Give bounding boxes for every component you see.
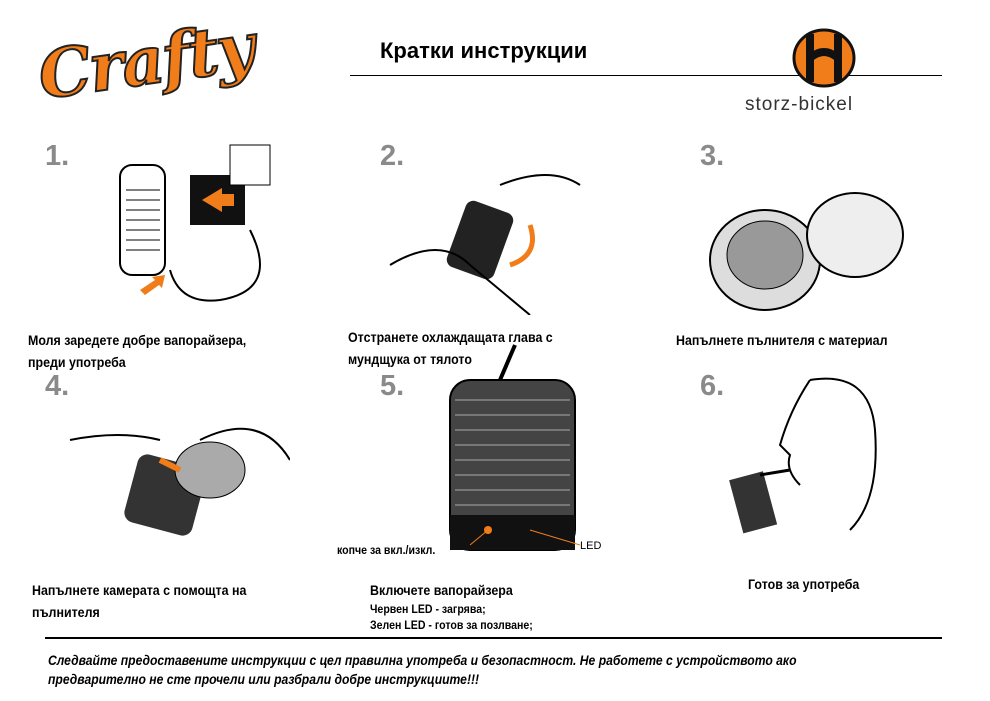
step-number-3: 3. (700, 140, 725, 172)
power-button-label: копче за вкл./изкл. (337, 545, 436, 557)
led-label: LED (580, 540, 602, 552)
charging-illustration (119, 144, 271, 302)
step-1-caption: Моля заредете добре вапорайзера,преди уп… (28, 333, 247, 370)
brand-name: storz-bickel (745, 94, 854, 115)
step-3-caption: Напълнете пълнителя с материал (676, 333, 888, 348)
ready-to-use-illustration (729, 377, 877, 534)
fill-material-illustration (709, 192, 904, 311)
page-title: Кратки инструкции (380, 38, 588, 63)
title-underline (350, 75, 942, 76)
crafty-logo: Crafty (33, 6, 259, 115)
step-number-1: 1. (45, 140, 70, 172)
step-6-caption: Готов за употреба (748, 577, 860, 592)
fill-chamber-illustration (69, 427, 290, 536)
step-number-2: 2. (380, 140, 405, 172)
step-number-4: 4. (45, 370, 70, 402)
step-number-5: 5. (380, 370, 405, 402)
storz-bickel-logo-icon (792, 28, 856, 88)
step-number-6: 6. (700, 370, 725, 402)
safety-notice: Следвайте предоставените инструкции с це… (48, 653, 797, 687)
device-illustration (449, 344, 581, 551)
remove-cooling-head-illustration (389, 174, 581, 315)
footer-divider (45, 637, 942, 639)
